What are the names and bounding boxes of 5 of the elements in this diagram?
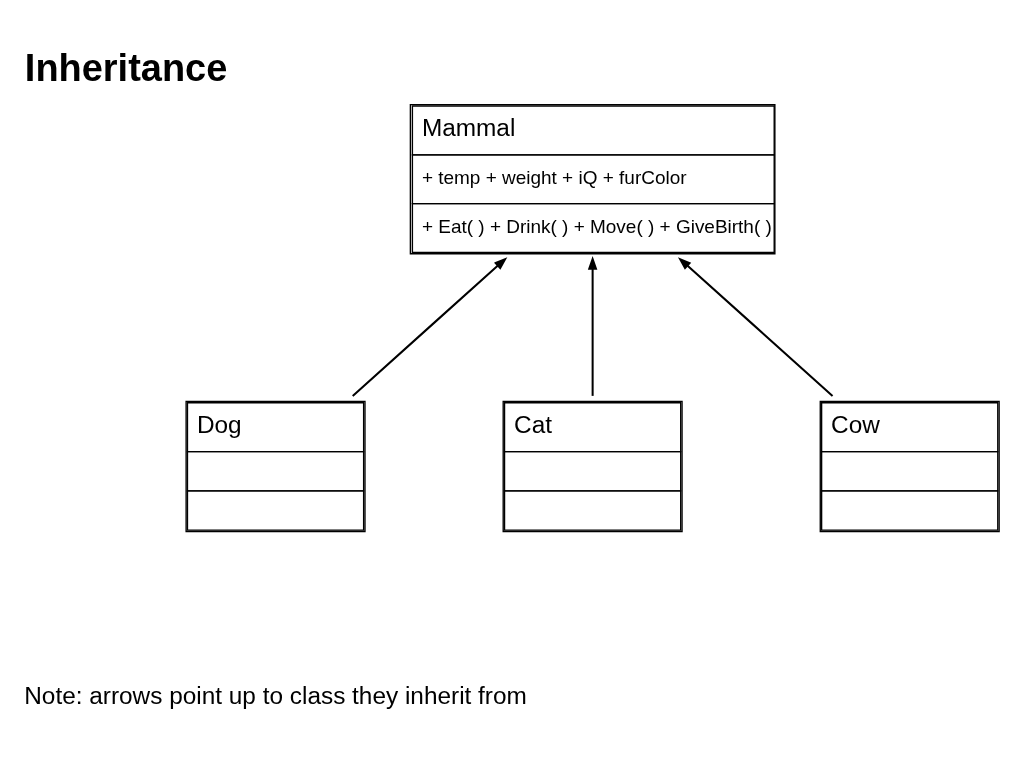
- arrow: [352, 256, 508, 397]
- label: Note: arrows point up to class they inherit from: [24, 681, 527, 709]
- arrow: [587, 255, 598, 396]
- diagram-title: Inheritance: [24, 46, 228, 89]
- arrow: [677, 256, 834, 397]
